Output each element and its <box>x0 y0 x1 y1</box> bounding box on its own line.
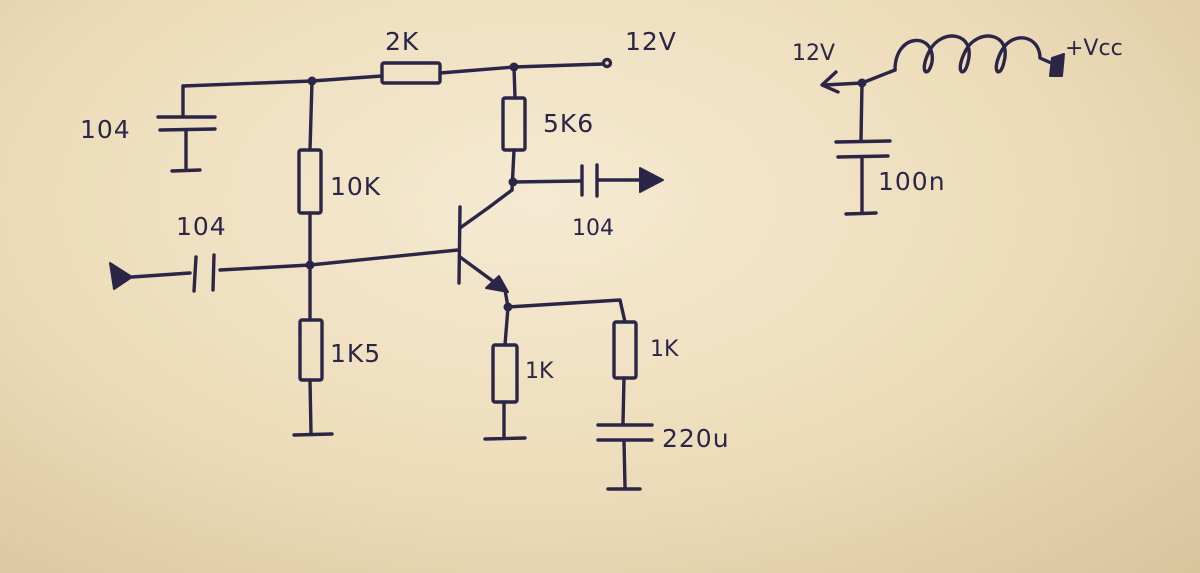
supply-terminal <box>601 57 613 69</box>
resistor-bypass-1k <box>612 320 638 380</box>
label-resistor-emitter: 1K <box>525 359 554 384</box>
output-arrow-icon <box>639 167 664 193</box>
resistor-10k <box>297 148 323 215</box>
decouple-cap-symbol <box>156 115 217 173</box>
bias-top-wire <box>308 79 314 267</box>
transistor-collector-leg <box>458 188 514 230</box>
label-resistor-10k: 10K <box>330 172 381 201</box>
label-supply: 12V <box>625 27 677 56</box>
base-wire <box>308 248 460 267</box>
input-arrow-icon <box>109 262 133 290</box>
output-cap-symbol <box>580 163 599 198</box>
bypass-cap-symbol <box>596 423 654 491</box>
label-decouple-cap: 104 <box>80 115 131 144</box>
resistor-1k5 <box>298 318 324 382</box>
label-resistor-1k5: 1K5 <box>330 339 381 368</box>
filter-cap-wire <box>859 81 864 142</box>
transistor-base-bar <box>457 205 462 285</box>
collector-wire <box>510 65 517 192</box>
inductor-coil <box>893 34 1060 74</box>
label-filter-cap: 100n <box>878 167 946 196</box>
label-resistor-5k6: 5K6 <box>543 109 594 138</box>
resistor-2k <box>380 61 442 85</box>
bias-bottom-wire <box>308 263 313 435</box>
junction-dot-emitter <box>503 302 513 312</box>
vcc-terminal-icon <box>1049 53 1065 77</box>
emitter-ground-wire <box>483 400 527 441</box>
emitter-wire <box>503 288 627 347</box>
label-filter-supply: 12V <box>792 41 835 66</box>
bypass-cap-wire <box>621 376 626 425</box>
label-input-cap: 104 <box>176 212 227 241</box>
label-resistor-bypass: 1K <box>650 337 679 362</box>
resistor-5k6 <box>501 96 527 152</box>
emitter-arrow-icon <box>485 275 509 293</box>
ground-bias <box>292 432 334 437</box>
label-bypass-cap: 220u <box>662 424 730 453</box>
label-output-cap: 104 <box>572 216 614 241</box>
output-wire <box>511 178 642 184</box>
filter-cap-symbol <box>834 139 892 216</box>
label-vcc: +Vcc <box>1065 36 1123 61</box>
resistor-emitter-1k <box>491 343 519 404</box>
label-resistor-2k: 2K <box>385 27 419 56</box>
input-wire <box>130 263 312 279</box>
input-cap-symbol <box>192 253 216 293</box>
filter-supply-arrow <box>820 70 840 94</box>
